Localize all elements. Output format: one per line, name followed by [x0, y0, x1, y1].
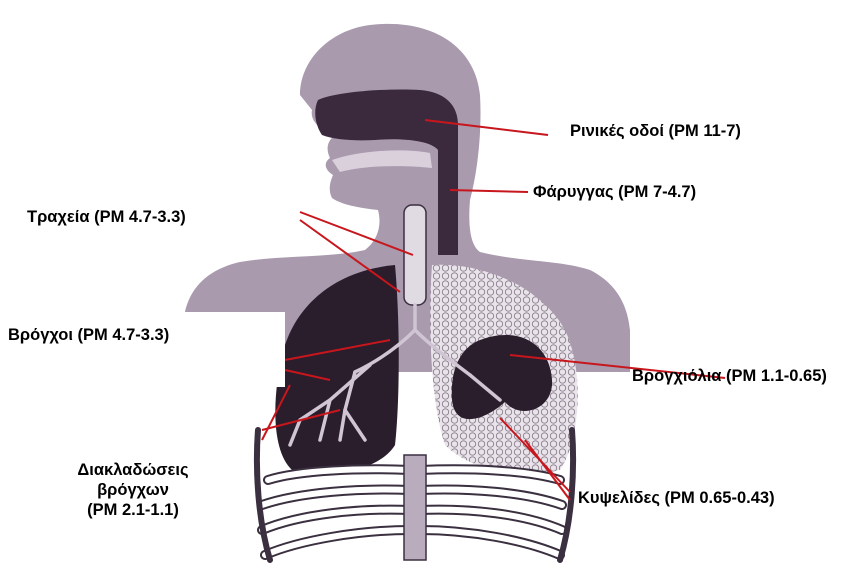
label-trachea: Τραχεία (PM 4.7-3.3): [27, 207, 186, 227]
label-alveoli: Κυψελίδες (PM 0.65-0.43): [578, 488, 775, 508]
label-branches: Διακλαδώσεις βρόγχων (PM 2.1-1.1): [28, 460, 238, 520]
label-pharynx: Φάρυγγας (PM 7-4.7): [533, 182, 696, 202]
label-branches-line2: βρόγχων: [28, 480, 238, 500]
trachea-tube: [404, 205, 426, 305]
label-nasal: Ρινικές οδοί (PM 11-7): [570, 121, 741, 141]
bronchi-label-mask: [0, 312, 285, 387]
sternum: [404, 455, 426, 560]
label-bronchioles: Βρογχιόλια (PM 1.1-0.65): [632, 366, 827, 386]
label-branches-line3: (PM 2.1-1.1): [28, 500, 238, 520]
label-bronchi: Βρόγχοι (PM 4.7-3.3): [8, 325, 169, 345]
label-branches-line1: Διακλαδώσεις: [28, 460, 238, 480]
